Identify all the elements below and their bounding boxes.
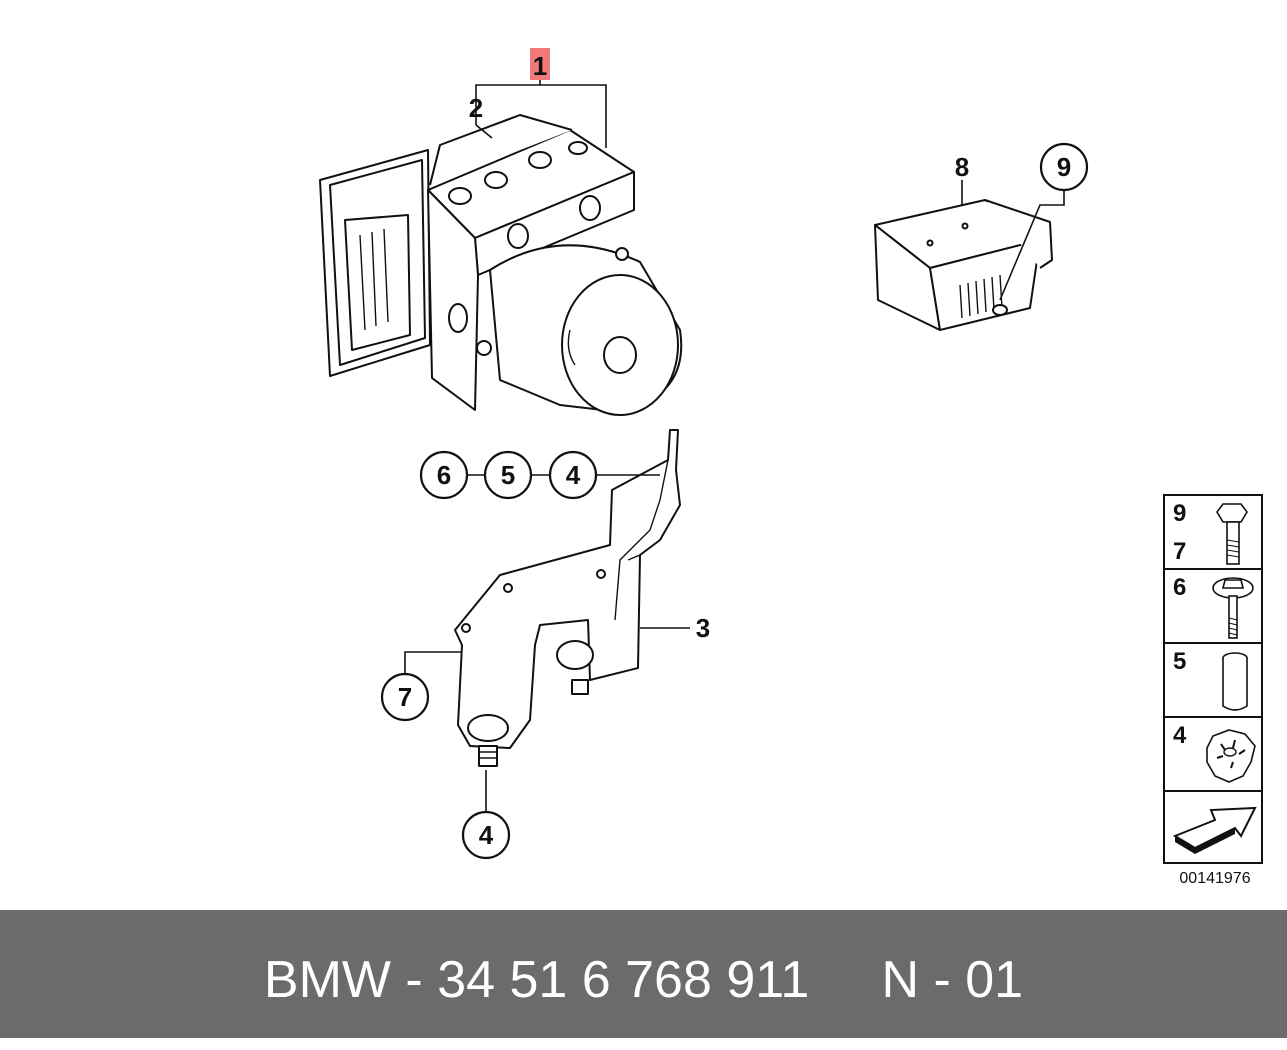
sensor-drawing: [874, 199, 1053, 331]
next-page-button[interactable]: [1163, 790, 1263, 864]
callout-9: 9: [1039, 142, 1089, 192]
legend-number: 7: [1173, 538, 1187, 565]
footer-bar: BMW - 34 51 6 768 911 N - 01: [0, 910, 1287, 1038]
legend-row-hex-bolt: 9 7: [1163, 494, 1263, 570]
fastener-legend: 9 7 6 5 4: [1163, 494, 1267, 866]
svg-text:3: 3: [696, 613, 710, 643]
callout-4-upper: 4: [548, 450, 598, 500]
hex-bolt-icon: [1216, 503, 1248, 565]
part-number-caption: BMW - 34 51 6 768 911 N - 01: [263, 951, 1024, 1009]
legend-number: 9: [1173, 500, 1187, 527]
parts-diagram: 1 2 3 6 5 4 7 4 8 9: [319, 48, 1089, 860]
svg-text:7: 7: [398, 682, 412, 712]
legend-row-sleeve: 5: [1163, 642, 1263, 718]
diagram-reference-number: 00141976: [1179, 870, 1251, 887]
collar-bolt-icon: [1212, 577, 1254, 639]
svg-text:4: 4: [566, 460, 581, 490]
svg-text:8: 8: [955, 152, 969, 182]
svg-text:2: 2: [469, 93, 483, 123]
callout-2: 2: [469, 93, 483, 123]
hydraulic-unit-drawing: [319, 114, 683, 416]
bracket-drawing: [454, 429, 681, 767]
callout-8: 8: [955, 152, 969, 182]
callout-3: 3: [696, 613, 710, 643]
leader-lines: [404, 80, 1065, 812]
svg-text:4: 4: [479, 820, 494, 850]
next-page-arrow-icon: [1172, 806, 1257, 854]
nut-icon: [1206, 729, 1256, 783]
sleeve-icon: [1222, 652, 1248, 711]
callout-6: 6: [419, 450, 469, 500]
legend-number: 5: [1173, 648, 1187, 675]
callout-7: 7: [380, 672, 430, 722]
callout-1: 1: [530, 48, 550, 81]
legend-number: 6: [1173, 574, 1187, 601]
legend-row-collar-bolt: 6: [1163, 568, 1263, 644]
svg-text:1: 1: [533, 51, 547, 81]
legend-number: 4: [1173, 722, 1187, 749]
svg-text:9: 9: [1057, 152, 1071, 182]
callout-4-lower: 4: [461, 810, 511, 860]
svg-text:5: 5: [501, 460, 515, 490]
callout-5: 5: [483, 450, 533, 500]
svg-text:6: 6: [437, 460, 451, 490]
legend-row-nut: 4: [1163, 716, 1263, 792]
